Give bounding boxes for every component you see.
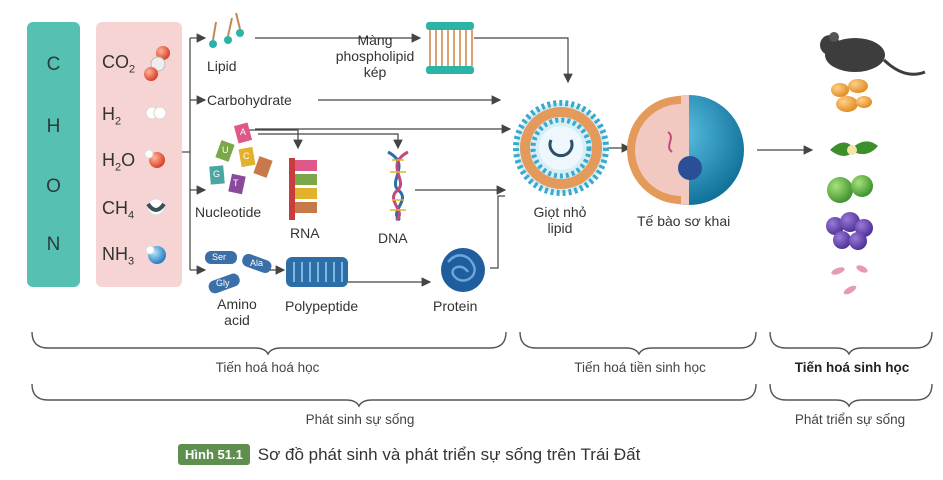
protein-icon [441,248,485,292]
phase-development-of-life: Phát triển sự sống [794,412,906,427]
nucleotide-c-letter: C [243,151,250,161]
protein-label: Protein [433,298,478,314]
nucleotide-u-letter: U [222,145,229,155]
phase-chemical-evolution: Tiến hoá hoá học [215,360,320,375]
phase-brackets [31,331,933,408]
nucleotide-blocks-icon [209,122,273,195]
molecule-ch4: CH4 [102,198,135,222]
lipid-icon [209,12,244,48]
phase-origin-of-life: Phát sinh sự sống [305,412,415,427]
molecule-co2: CO2 [102,52,136,76]
nucleotide-t-letter: T [233,178,239,188]
protocell-icon [627,95,744,205]
element-n: N [46,234,61,255]
nucleotide-label: Nucleotide [195,204,262,220]
element-h: H [46,116,61,137]
nh3-molecule-icon [145,245,166,264]
ch4-molecule-icon [146,198,166,216]
bacteria-cluster-icon [826,212,873,250]
branch-lines [182,33,814,287]
polypeptide-icon [286,257,348,287]
molecules-column: CO2 H2 H2O CH4 NH3 [96,22,182,287]
nucleotide-g-letter: G [213,169,221,179]
rna-icon [289,158,317,220]
figure-caption: Hình 51.1 Sơ đồ phát sinh và phát triển … [178,444,640,465]
carbohydrate-label: Carbohydrate [207,92,292,108]
nucleotide-a-letter: A [240,127,247,137]
h2o-molecule-icon [144,149,165,168]
element-c: C [46,54,61,75]
dna-label: DNA [378,230,408,246]
amino-acid-label: Amino acid [217,296,257,328]
molecule-nh3: NH3 [102,244,135,268]
algae-icon [827,175,873,203]
h2-molecule-icon [145,106,167,120]
microbes-icon [831,265,868,295]
phospholipid-bilayer-icon [426,22,474,74]
membrane-label: Màng phospholipid kép [335,32,415,80]
amino-gly-label: Gly [216,278,230,288]
phase-biological-evolution: Tiến hoá sinh học [794,360,910,375]
molecule-h2: H2 [102,104,122,128]
lipid-droplet-icon [513,100,609,196]
amino-acid-pills-icon [205,251,272,294]
amino-ser-label: Ser [212,252,227,262]
mushroom-icon [831,79,872,112]
elements-column: C H O N [27,22,80,287]
figure-number-badge: Hình 51.1 [178,444,250,465]
co2-molecule-icon [144,46,170,81]
plant-icon [830,141,878,156]
lipid-droplet-label: Giọt nhỏ lipid [533,204,587,236]
mouse-icon [820,32,926,76]
phase-prebiotic-evolution: Tiến hoá tiền sinh học [574,360,706,375]
dna-helix-icon [387,150,409,222]
molecule-h2o: H2O [102,150,136,174]
element-o: O [46,176,61,197]
amino-ala-label: Ala [250,258,264,268]
protocell-label: Tế bào sơ khai [637,213,731,229]
rna-label: RNA [290,225,320,241]
lipid-label: Lipid [207,58,237,74]
figure-caption-text: Sơ đồ phát sinh và phát triển sự sống tr… [257,444,641,464]
polypeptide-label: Polypeptide [285,298,359,314]
